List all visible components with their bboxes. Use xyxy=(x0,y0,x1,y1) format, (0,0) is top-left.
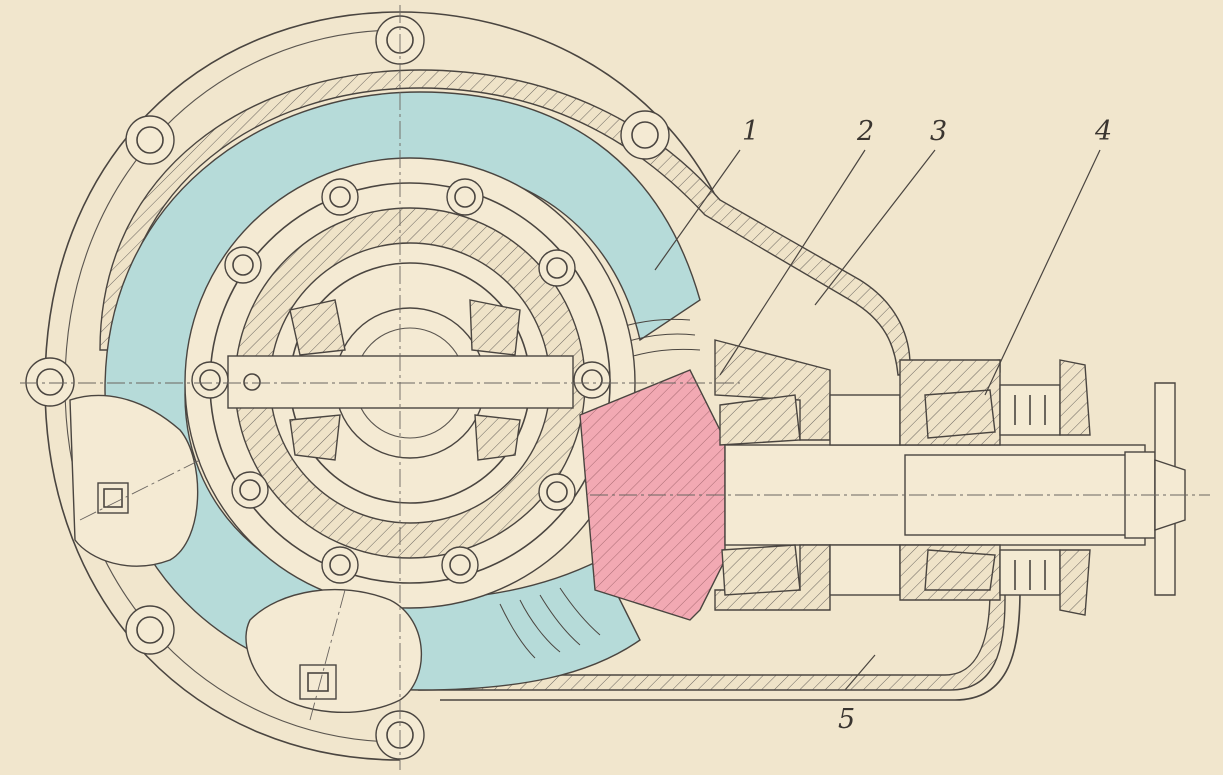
differential-pinions xyxy=(289,299,521,461)
leader-lines xyxy=(654,149,1101,691)
pinion-shaft xyxy=(724,382,1186,596)
oil-seal xyxy=(999,359,1091,616)
flange-bolts xyxy=(25,15,670,760)
center-lines xyxy=(20,5,1210,770)
leader-5 xyxy=(844,654,876,691)
leader-1 xyxy=(654,149,741,271)
tapered-bearings xyxy=(719,389,996,596)
leader-3 xyxy=(814,149,936,306)
cross-shaft xyxy=(227,355,574,409)
case-bolts xyxy=(191,178,611,584)
callout-1: 1 xyxy=(742,116,759,147)
leader-2 xyxy=(719,149,866,376)
callout-3: 3 xyxy=(930,116,947,147)
bearing-caps xyxy=(69,394,422,714)
leader-4 xyxy=(984,149,1101,396)
callout-2: 2 xyxy=(856,116,874,147)
callout-labels: 1 2 3 4 5 xyxy=(742,116,1112,735)
callout-4: 4 xyxy=(1094,116,1112,147)
callout-5: 5 xyxy=(838,704,855,735)
